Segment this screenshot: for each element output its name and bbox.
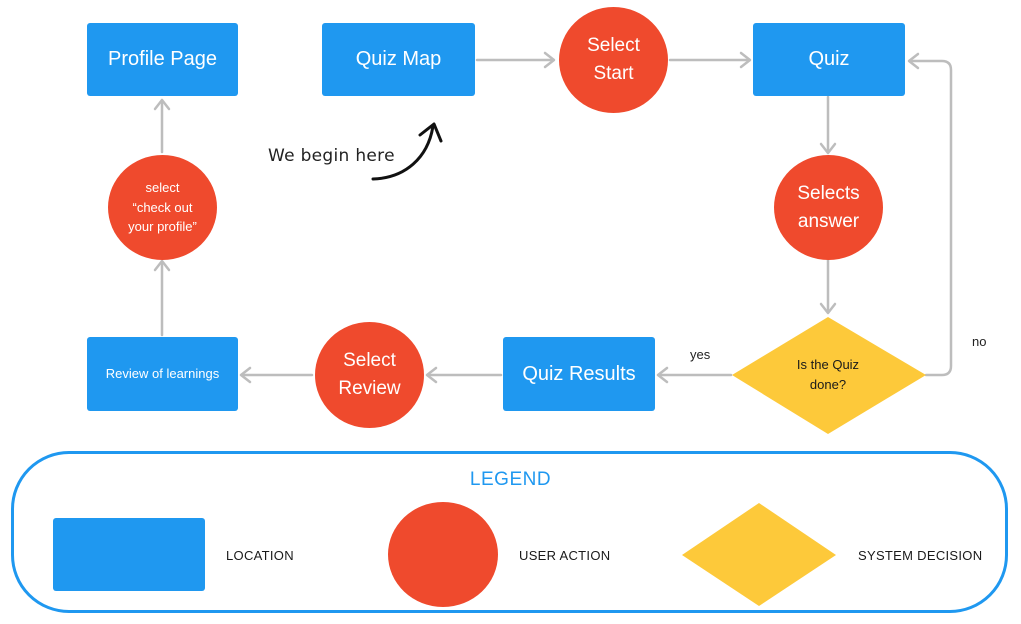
arrow-review-to-learnings (239, 366, 314, 384)
node-quiz-results: Quiz Results (503, 337, 655, 411)
node-check-out-profile: select “check out your profile” (108, 155, 217, 260)
legend-user-action-label: USER ACTION (519, 548, 611, 563)
node-select-review: Select Review (315, 322, 424, 428)
node-quiz-label: Quiz (808, 48, 850, 70)
arrow-start-to-quiz (668, 51, 752, 69)
node-review-of-learnings: Review of learnings (87, 337, 238, 411)
node-select-review-label: Select Review (338, 350, 401, 399)
node-quiz-map: Quiz Map (322, 23, 475, 96)
arrow-learnings-to-profile-action (153, 259, 171, 337)
yes-label: yes (690, 347, 711, 362)
legend-system-decision-label: SYSTEM DECISION (858, 548, 983, 563)
legend-user-action-swatch (388, 502, 498, 607)
decision-diamond (732, 317, 926, 434)
node-profile-page-label: Profile Page (108, 48, 217, 70)
legend-title: LEGEND (469, 469, 552, 490)
start-note: We begin here (268, 146, 395, 166)
node-check-out-profile-label: select “check out your profile” (128, 180, 197, 235)
legend-system-decision-diamond (682, 503, 836, 606)
arrow-decision-no-loop (907, 52, 953, 377)
arrow-profile-action-to-page (153, 98, 171, 154)
legend-location-label: LOCATION (226, 548, 294, 563)
node-selects-answer: Selects answer (774, 155, 883, 260)
node-profile-page: Profile Page (87, 23, 238, 96)
arrow-decision-yes (656, 366, 733, 384)
node-quiz: Quiz (753, 23, 905, 96)
node-is-quiz-done-label: Is the Quiz done? (796, 357, 860, 392)
node-quiz-results-label: Quiz Results (522, 362, 636, 385)
arrow-quizmap-to-start (475, 51, 556, 69)
legend-frame (11, 451, 1008, 613)
start-pointer-arrow (371, 122, 443, 181)
arrow-quiz-to-answer (819, 95, 837, 155)
no-label: no (972, 334, 987, 349)
node-selects-answer-label: Selects answer (797, 182, 860, 232)
arrow-results-to-review (425, 366, 503, 384)
legend-location-swatch (53, 518, 205, 591)
node-review-of-learnings-label: Review of learnings (105, 366, 220, 382)
node-select-start-label: Select Start (587, 35, 640, 84)
node-quiz-map-label: Quiz Map (355, 48, 442, 70)
node-select-start: Select Start (559, 7, 668, 113)
arrow-answer-to-decision (819, 258, 837, 315)
